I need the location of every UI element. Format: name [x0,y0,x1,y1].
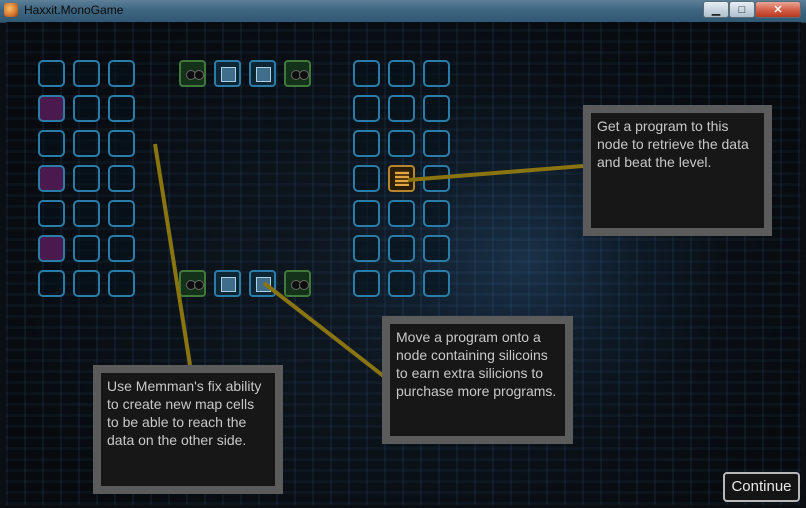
map-cell[interactable] [423,95,450,122]
map-cell[interactable] [353,130,380,157]
map-cell[interactable] [423,270,450,297]
map-cell[interactable] [353,60,380,87]
map-cell[interactable] [108,165,135,192]
map-cell[interactable] [108,235,135,262]
map-cell[interactable] [73,270,100,297]
chip-icon[interactable] [214,60,241,87]
map-cell[interactable] [73,60,100,87]
map-cell[interactable] [423,130,450,157]
silicoin-callout: Move a program onto a node containing si… [382,316,573,444]
map-cell[interactable] [38,270,65,297]
game-canvas[interactable]: Get a program to this node to retrieve t… [6,22,801,505]
continue-button[interactable]: Continue [723,472,800,502]
map-cell[interactable] [108,270,135,297]
map-cell[interactable] [73,95,100,122]
title-bar[interactable]: Haxxit.MonoGame ▁ □ ✕ [0,0,806,23]
spawn-cell[interactable] [38,165,65,192]
binoculars-icon[interactable] [284,270,311,297]
map-cell[interactable] [423,235,450,262]
map-cell[interactable] [108,130,135,157]
map-cell[interactable] [73,130,100,157]
map-cell[interactable] [73,200,100,227]
map-cell[interactable] [388,270,415,297]
map-cell[interactable] [353,165,380,192]
map-cell[interactable] [73,165,100,192]
map-cell[interactable] [423,200,450,227]
map-cell[interactable] [423,60,450,87]
map-cell[interactable] [38,130,65,157]
silicoin-tip-text: Move a program onto a node containing si… [396,329,557,399]
spawn-cell[interactable] [38,95,65,122]
map-cell[interactable] [38,60,65,87]
data-tip-pointer [407,164,584,182]
map-cell[interactable] [38,200,65,227]
map-cell[interactable] [388,200,415,227]
chip-icon[interactable] [214,270,241,297]
spawn-cell[interactable] [38,235,65,262]
window-title: Haxxit.MonoGame [24,3,124,17]
map-cell[interactable] [388,130,415,157]
chip-icon[interactable] [249,60,276,87]
binoculars-icon[interactable] [179,60,206,87]
callout-pointers [153,143,584,380]
data-node-icon[interactable] [388,165,415,192]
map-cell[interactable] [73,235,100,262]
data-node-tip-text: Get a program to this node to retrieve t… [597,118,753,170]
map-cell[interactable] [388,60,415,87]
binoculars-icon[interactable] [179,270,206,297]
binoculars-icon[interactable] [284,60,311,87]
memman-callout: Use Memman's fix ability to create new m… [93,365,283,494]
map-cell[interactable] [108,95,135,122]
map-cell[interactable] [353,270,380,297]
map-cell[interactable] [388,95,415,122]
map-cell[interactable] [108,200,135,227]
close-button[interactable]: ✕ [755,1,801,18]
memman-tip-text: Use Memman's fix ability to create new m… [107,378,266,448]
app-icon [4,3,18,17]
map-cell[interactable] [388,235,415,262]
silicoin-tip-pointer [262,281,388,380]
map-cell[interactable] [353,95,380,122]
map-cell[interactable] [108,60,135,87]
maximize-button[interactable]: □ [729,1,755,18]
map-cell[interactable] [353,200,380,227]
memman-tip-pointer [153,143,192,366]
minimize-button[interactable]: ▁ [703,1,729,18]
data-node-callout: Get a program to this node to retrieve t… [583,105,772,236]
map-cell[interactable] [353,235,380,262]
